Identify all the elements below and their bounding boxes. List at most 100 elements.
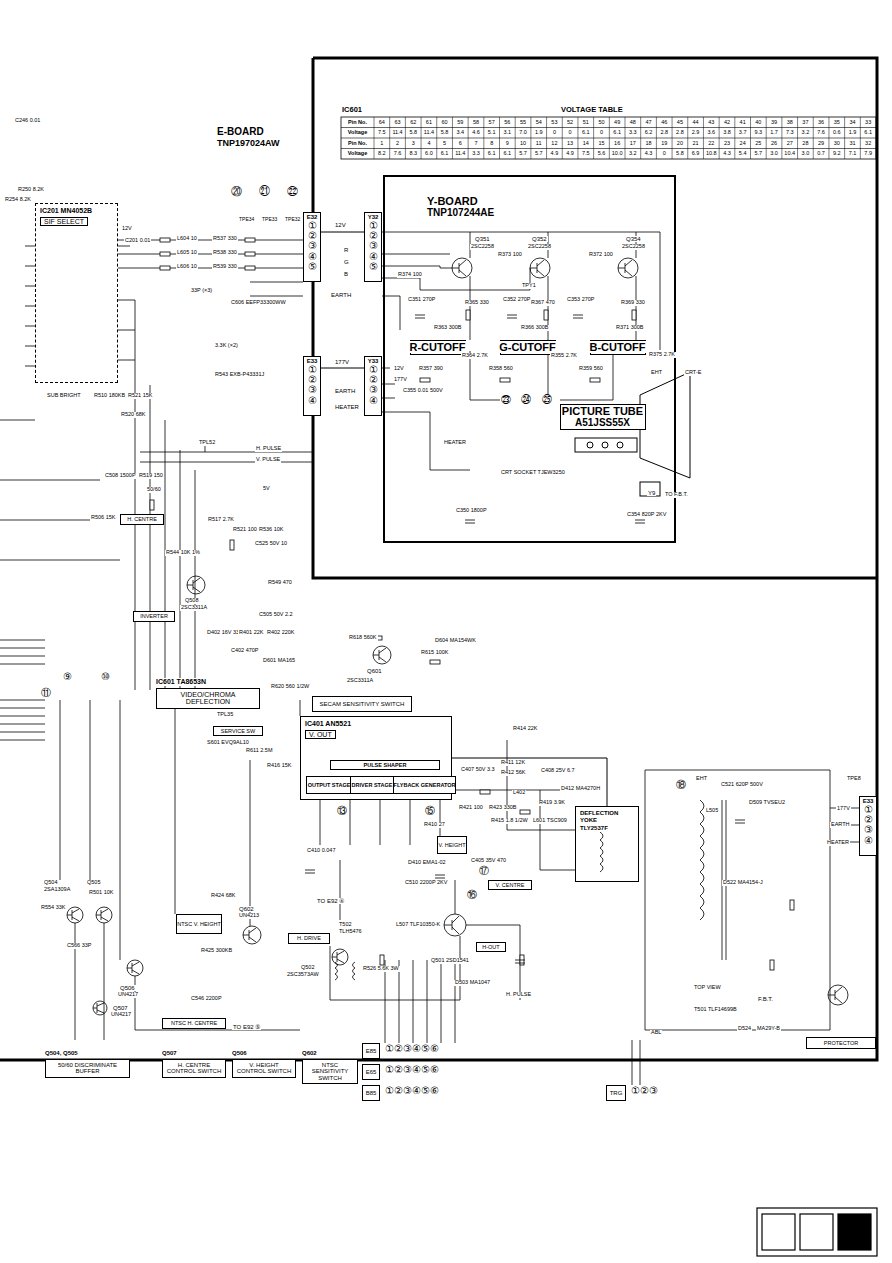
table-cell: 5.4 [735,151,751,157]
component-label: Q507 [112,1005,129,1011]
transistor-symbol [618,260,632,276]
component-label: D410 EMA1-02 [407,860,447,866]
wires [0,232,859,1085]
transistor-symbol [332,949,348,965]
table-cell: 0 [594,130,610,136]
table-cell: 5.7 [751,151,767,157]
wire-connector [321,232,364,233]
component-label: Q504 [43,880,58,886]
table-cell: 1 [374,141,390,147]
table-cell: 0 [562,130,578,136]
table-cell: 7.5 [578,151,594,157]
resistor-symbol [245,266,255,270]
component-label: TNP197024AW [216,139,281,148]
resistor-symbol [160,238,170,242]
component-label: R402 220K [266,630,296,636]
table-cell: 3.7 [735,130,751,136]
component-label: ①②③④⑤⑥ [384,1044,440,1055]
resistor-symbol [245,238,255,242]
coil-symbols [600,832,603,872]
table-cell: 4.6 [468,130,484,136]
circuit-box: B-CUTOFF [590,340,646,355]
component-label: C410 0.047 [306,848,336,854]
component-label: R414 22K [512,726,538,732]
box-text: TLY2537F [580,825,608,832]
table-cell: 58 [468,120,484,126]
component-label: 177V [393,377,408,383]
table-cell: 2.9 [688,130,704,136]
component-label: C508 1500P [104,473,137,479]
component-label: R365 330 [464,300,490,306]
component-label: C408 25V 6.7 [540,768,576,774]
table-cell: 19 [656,141,672,147]
component-label: R506 15K [90,515,116,521]
table-cell: 63 [390,120,406,126]
transistor-symbol [243,928,256,942]
table-cell: 7.6 [813,130,829,136]
component-label: UN4213 [238,913,260,919]
circuit-box: IC401 AN5521V. OUTPULSE SHAPEROUTPUT STA… [300,716,452,800]
component-label: EHT [650,370,663,376]
table-cell: 3.3 [625,130,641,136]
bottom-corner-icon [800,1214,833,1250]
bottom-corner-icon [757,1208,877,1256]
table-cell: 7 [468,141,484,147]
coil-symbols [335,800,726,980]
resistor-symbol [430,660,440,664]
transistor-symbol [444,916,459,934]
box-title: TRG [610,1090,623,1097]
picture-tube-outline [617,442,623,448]
resistor-symbol [544,310,548,320]
table-cell: 37 [798,120,814,126]
component-label: R521 100 [232,527,258,533]
component-label: 177V [334,359,350,365]
component-label: R549 470 [267,580,293,586]
box-title: E85 [366,1048,377,1055]
box-title: Q506 [232,1050,247,1057]
component-label: C350 1800P [455,508,488,514]
table-cell: 15 [594,141,610,147]
component-label: 2SC3311A [180,605,208,611]
component-label: C352 270P [502,297,532,303]
component-label: H. PULSE [255,446,282,452]
picture-tube-outline [575,438,637,452]
wires [470,232,636,340]
circuit-box: B85 [362,1085,380,1101]
component-label: Q502 [300,965,315,971]
table-cell: 11.4 [421,130,437,136]
wires [118,246,135,360]
component-label: C351 270P [407,297,437,303]
component-label: ⑨ [62,672,73,683]
wires [382,232,660,350]
circuit-box: V. CENTRE [488,880,532,890]
box-title: B-CUTOFF [590,341,646,353]
table-grid [860,117,861,159]
circuit-box: H. DRIVE [288,933,330,944]
component-label: 2SC2258 [527,244,552,250]
component-label: Q352 [531,236,548,242]
component-label: C353 270P [566,297,596,303]
table-cell: 6.1 [860,130,876,136]
component-label: CRT-E [684,370,702,376]
box-title: DRIVER STAGE [352,782,393,788]
component-label: L601 TSC909 [532,818,568,824]
table-cell: 12 [547,141,563,147]
table-cell: 7.1 [845,151,861,157]
component-label: Y9 [647,490,656,496]
component-label: 2SA1309A [43,887,71,893]
table-cell: 10.0 [609,151,625,157]
component-label: B [343,271,349,277]
table-cell: 5 [437,141,453,147]
component-label: ⑬ [336,806,348,817]
resistor-symbol [160,266,170,270]
component-label: L604 10 [176,236,198,242]
component-label: R517 2.7K [207,517,235,523]
table-grid [656,117,657,159]
table-cell: 27 [782,141,798,147]
transistor-symbol [373,646,391,664]
wires [75,923,300,1040]
table-cell: Voltage [341,130,374,136]
component-label: R371 300B [615,325,645,331]
component-label: ①②③ [630,1086,659,1097]
